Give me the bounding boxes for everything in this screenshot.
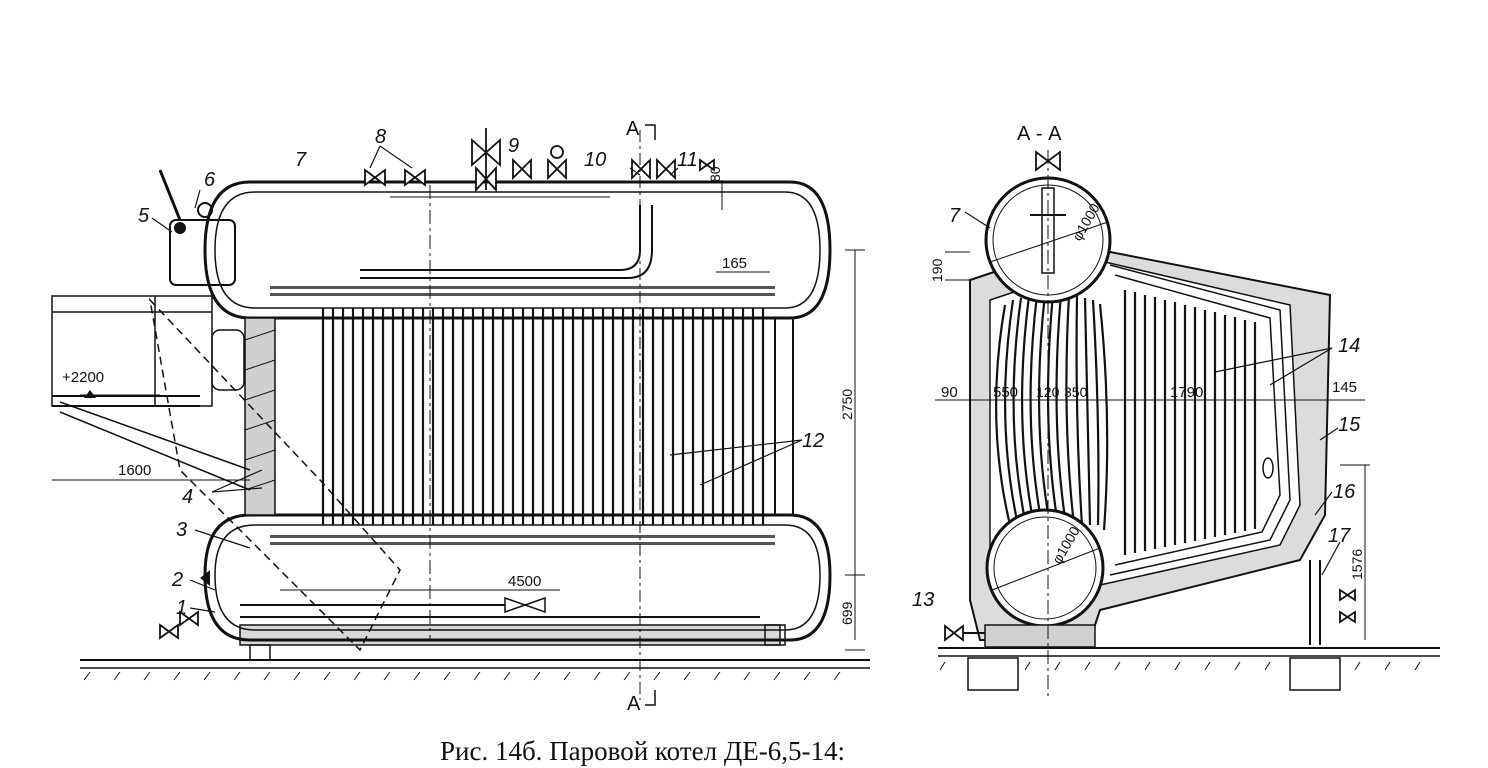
callout-3: 3 (176, 519, 187, 541)
dim-right-height: 1576 (1349, 549, 1365, 580)
callout-16: 16 (1333, 481, 1356, 503)
callout-2: 2 (171, 569, 183, 591)
callout-4: 4 (182, 486, 193, 508)
section-view (935, 150, 1440, 700)
dim-w5: 1790 (1170, 384, 1203, 401)
callout-5: 5 (138, 205, 150, 227)
dim-w3: 120 (1036, 384, 1060, 400)
callout-13: 13 (912, 589, 934, 611)
callout-7-section: 7 (949, 205, 961, 227)
callout-17: 17 (1328, 525, 1351, 547)
section-mark-bottom: А (627, 693, 641, 715)
dim-elevation: +2200 (62, 369, 104, 386)
dim-w1: 90 (941, 384, 958, 401)
callout-11: 11 (677, 149, 698, 171)
dim-height: 2750 (839, 389, 855, 420)
dim-left-offset: 190 (929, 258, 945, 282)
dim-base-height: 699 (839, 601, 855, 625)
callout-9: 9 (508, 135, 519, 157)
figure-caption: Рис. 14б. Паровой котел ДЕ-6,5-14: (440, 736, 845, 766)
callout-8: 8 (375, 126, 386, 148)
dimension-lines (52, 180, 865, 651)
dim-length: 4500 (508, 573, 541, 590)
side-view (51, 128, 870, 700)
callout-14: 14 (1338, 335, 1360, 357)
dim-valve-height: 80 (707, 166, 723, 182)
callout-1: 1 (176, 597, 187, 619)
callout-15: 15 (1338, 414, 1361, 436)
dim-w4: 350 (1064, 384, 1088, 400)
section-title: А - А (1017, 123, 1062, 145)
callout-10: 10 (584, 149, 606, 171)
top-valves (364, 128, 715, 193)
section-mark-top: А (626, 118, 640, 140)
dim-offset: 1600 (118, 462, 151, 479)
dim-gap-top: 165 (722, 255, 747, 272)
callout-7: 7 (295, 149, 307, 171)
dim-w6: 145 (1332, 379, 1357, 396)
dim-w2: 550 (993, 384, 1018, 401)
callout-12: 12 (802, 430, 824, 452)
callout-6: 6 (204, 169, 216, 191)
